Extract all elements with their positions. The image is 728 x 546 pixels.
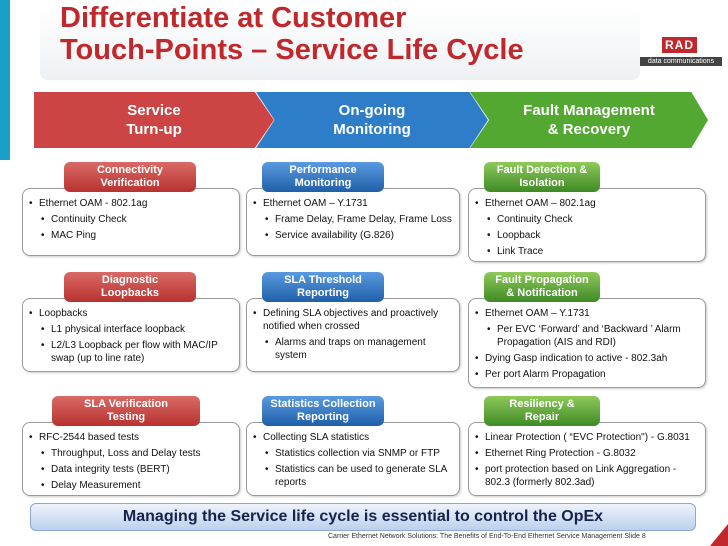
card-performance-monitoring: Ethernet OAM – Y.1731 Frame Delay, Frame… xyxy=(246,188,460,256)
list-item: Linear Protection ( “EVC Protection") - … xyxy=(475,431,699,444)
list-item: Defining SLA objectives and proactively … xyxy=(253,307,453,333)
list-item: Loopback xyxy=(487,229,699,242)
list-item: Collecting SLA statistics xyxy=(253,431,453,444)
list-item: Continuity Check xyxy=(41,213,233,226)
rad-logo: RAD data communications xyxy=(640,36,722,66)
card-diagnostic-loopbacks: Loopbacks L1 physical interface loopback… xyxy=(22,298,240,372)
list-item: MAC Ping xyxy=(41,229,233,242)
list-item: Ethernet OAM – Y.1731 xyxy=(253,197,453,210)
header-band xyxy=(40,8,640,80)
list-item: Data integrity tests (BERT) xyxy=(41,463,233,476)
list-item: Statistics collection via SNMP or FTP xyxy=(265,447,453,460)
slide-number: 8 xyxy=(641,533,646,540)
list-item: Loopbacks xyxy=(29,307,233,320)
list-item: Continuity Check xyxy=(487,213,699,226)
card-connectivity-verification: Ethernet OAM - 802.1ag Continuity Check … xyxy=(22,188,240,256)
slide-label: Slide xyxy=(624,533,640,540)
list-item: Ethernet OAM – 802.1ag xyxy=(475,197,699,210)
list-item: Service availability (G.826) xyxy=(265,229,453,242)
slide-title: Differentiate at Customer Touch-Points –… xyxy=(60,2,620,66)
slide-corner-marker xyxy=(710,524,728,546)
accent-bar xyxy=(0,0,10,160)
card-fault-propagation-notification: Ethernet OAM – Y.1731 Per EVC ‘Forward’ … xyxy=(468,298,706,388)
logo-brand: RAD xyxy=(662,37,697,53)
card-sla-threshold-reporting: Defining SLA objectives and proactively … xyxy=(246,298,460,372)
list-item: Link Trace xyxy=(487,245,699,258)
title-line-1: Differentiate at Customer xyxy=(60,2,407,34)
list-item: Throughput, Loss and Delay tests xyxy=(41,447,233,460)
list-item: Ethernet Ring Protection - G.8032 xyxy=(475,447,699,460)
tag-fault-propagation-notification: Fault Propagation& Notification xyxy=(484,272,600,302)
footer-text: Carrier Ethernet Network Solutions: The … xyxy=(328,533,646,540)
phase-fault-management: Fault Management& Recovery xyxy=(470,92,708,148)
list-item: Frame Delay, Frame Delay, Frame Loss xyxy=(265,213,453,226)
card-statistics-collection-reporting: Collecting SLA statistics Statistics col… xyxy=(246,422,460,496)
list-item: Alarms and traps on management system xyxy=(265,336,453,362)
card-fault-detection-isolation: Ethernet OAM – 802.1ag Continuity Check … xyxy=(468,188,706,262)
tag-fault-detection-isolation: Fault Detection &Isolation xyxy=(484,162,600,192)
list-item: Per port Alarm Propagation xyxy=(475,368,699,381)
logo-tagline: data communications xyxy=(640,57,722,66)
list-item: Ethernet OAM – Y.1731 xyxy=(475,307,699,320)
list-item: Statistics can be used to generate SLA r… xyxy=(265,463,453,489)
card-resiliency-repair: Linear Protection ( “EVC Protection") - … xyxy=(468,422,706,496)
list-item: Dying Gasp indication to active - 802.3a… xyxy=(475,352,699,365)
bottom-banner: Managing the Service life cycle is essen… xyxy=(30,503,696,531)
list-item: Delay Measurement xyxy=(41,479,233,492)
list-item: L1 physical interface loopback xyxy=(41,323,233,336)
card-sla-verification-testing: RFC-2544 based tests Throughput, Loss an… xyxy=(22,422,240,496)
tag-resiliency-repair: Resiliency &Repair xyxy=(484,396,600,426)
list-item: Ethernet OAM - 802.1ag xyxy=(29,197,233,210)
title-line-2: Touch-Points – Service Life Cycle xyxy=(60,34,524,66)
list-item: Per EVC ‘Forward’ and ‘Backward ’ Alarm … xyxy=(487,323,699,349)
list-item: L2/L3 Loopback per flow with MAC/IP swap… xyxy=(41,339,233,365)
list-item: RFC-2544 based tests xyxy=(29,431,233,444)
list-item: port protection based on Link Aggregatio… xyxy=(475,463,699,489)
